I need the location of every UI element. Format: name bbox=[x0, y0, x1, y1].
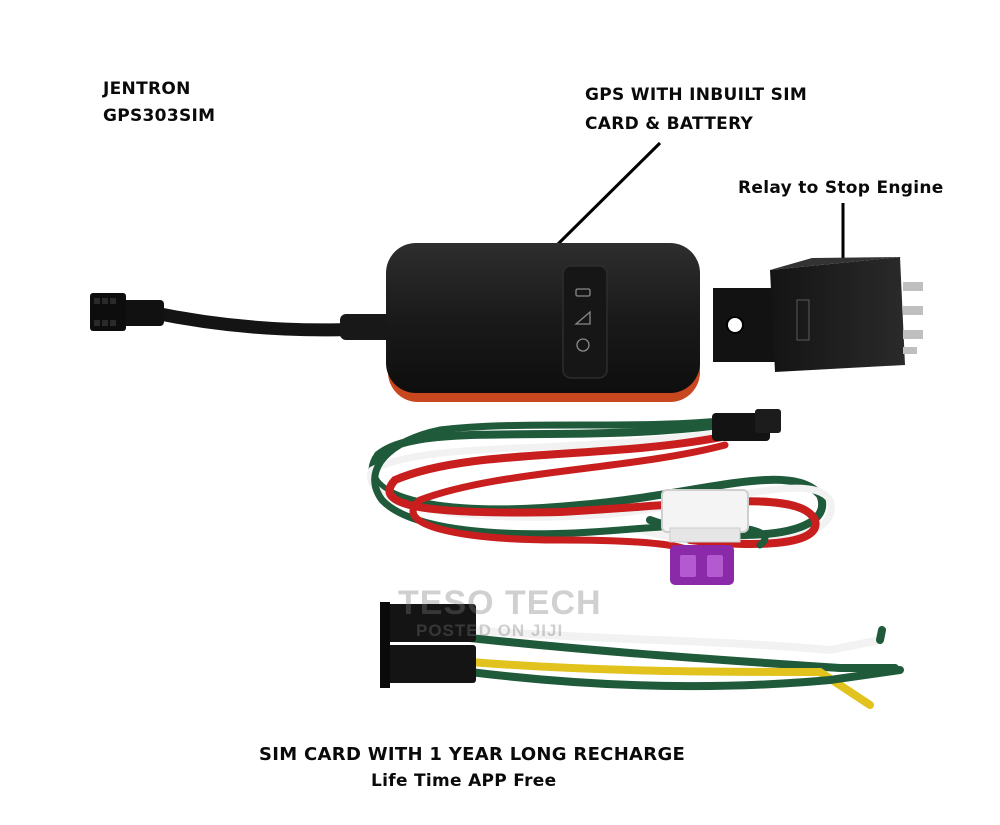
harness-connector bbox=[712, 409, 781, 441]
gps-callout-line1: GPS WITH INBUILT SIM bbox=[585, 85, 808, 105]
watermark-line1: TESO TECH bbox=[398, 584, 602, 622]
gps-callout: GPS WITH INBUILT SIM CARD & BATTERY bbox=[585, 81, 807, 139]
gps-cable bbox=[90, 293, 402, 340]
brand-label: JENTRON GPS303SIM bbox=[103, 76, 215, 130]
relay bbox=[713, 257, 923, 372]
watermark-line2: POSTED ON JIJI bbox=[416, 621, 564, 640]
gps-callout-line2: CARD & BATTERY bbox=[585, 114, 754, 134]
wire-connector bbox=[380, 602, 476, 688]
relay-callout: Relay to Stop Engine bbox=[738, 178, 944, 198]
lower-cable bbox=[466, 626, 904, 709]
watermark: TESO TECH POSTED ON JIJI bbox=[398, 584, 602, 641]
fuse-holder bbox=[661, 489, 749, 585]
brand-name: JENTRON bbox=[103, 79, 191, 99]
gps-tracker-device bbox=[386, 243, 700, 402]
model-name: GPS303SIM bbox=[103, 106, 216, 126]
caption-line2: Life Time APP Free bbox=[371, 771, 557, 791]
caption-line1: SIM CARD WITH 1 YEAR LONG RECHARGE bbox=[259, 744, 686, 765]
gps-pointer-line bbox=[555, 141, 662, 247]
bottom-caption: SIM CARD WITH 1 YEAR LONG RECHARGE Life … bbox=[259, 741, 685, 795]
